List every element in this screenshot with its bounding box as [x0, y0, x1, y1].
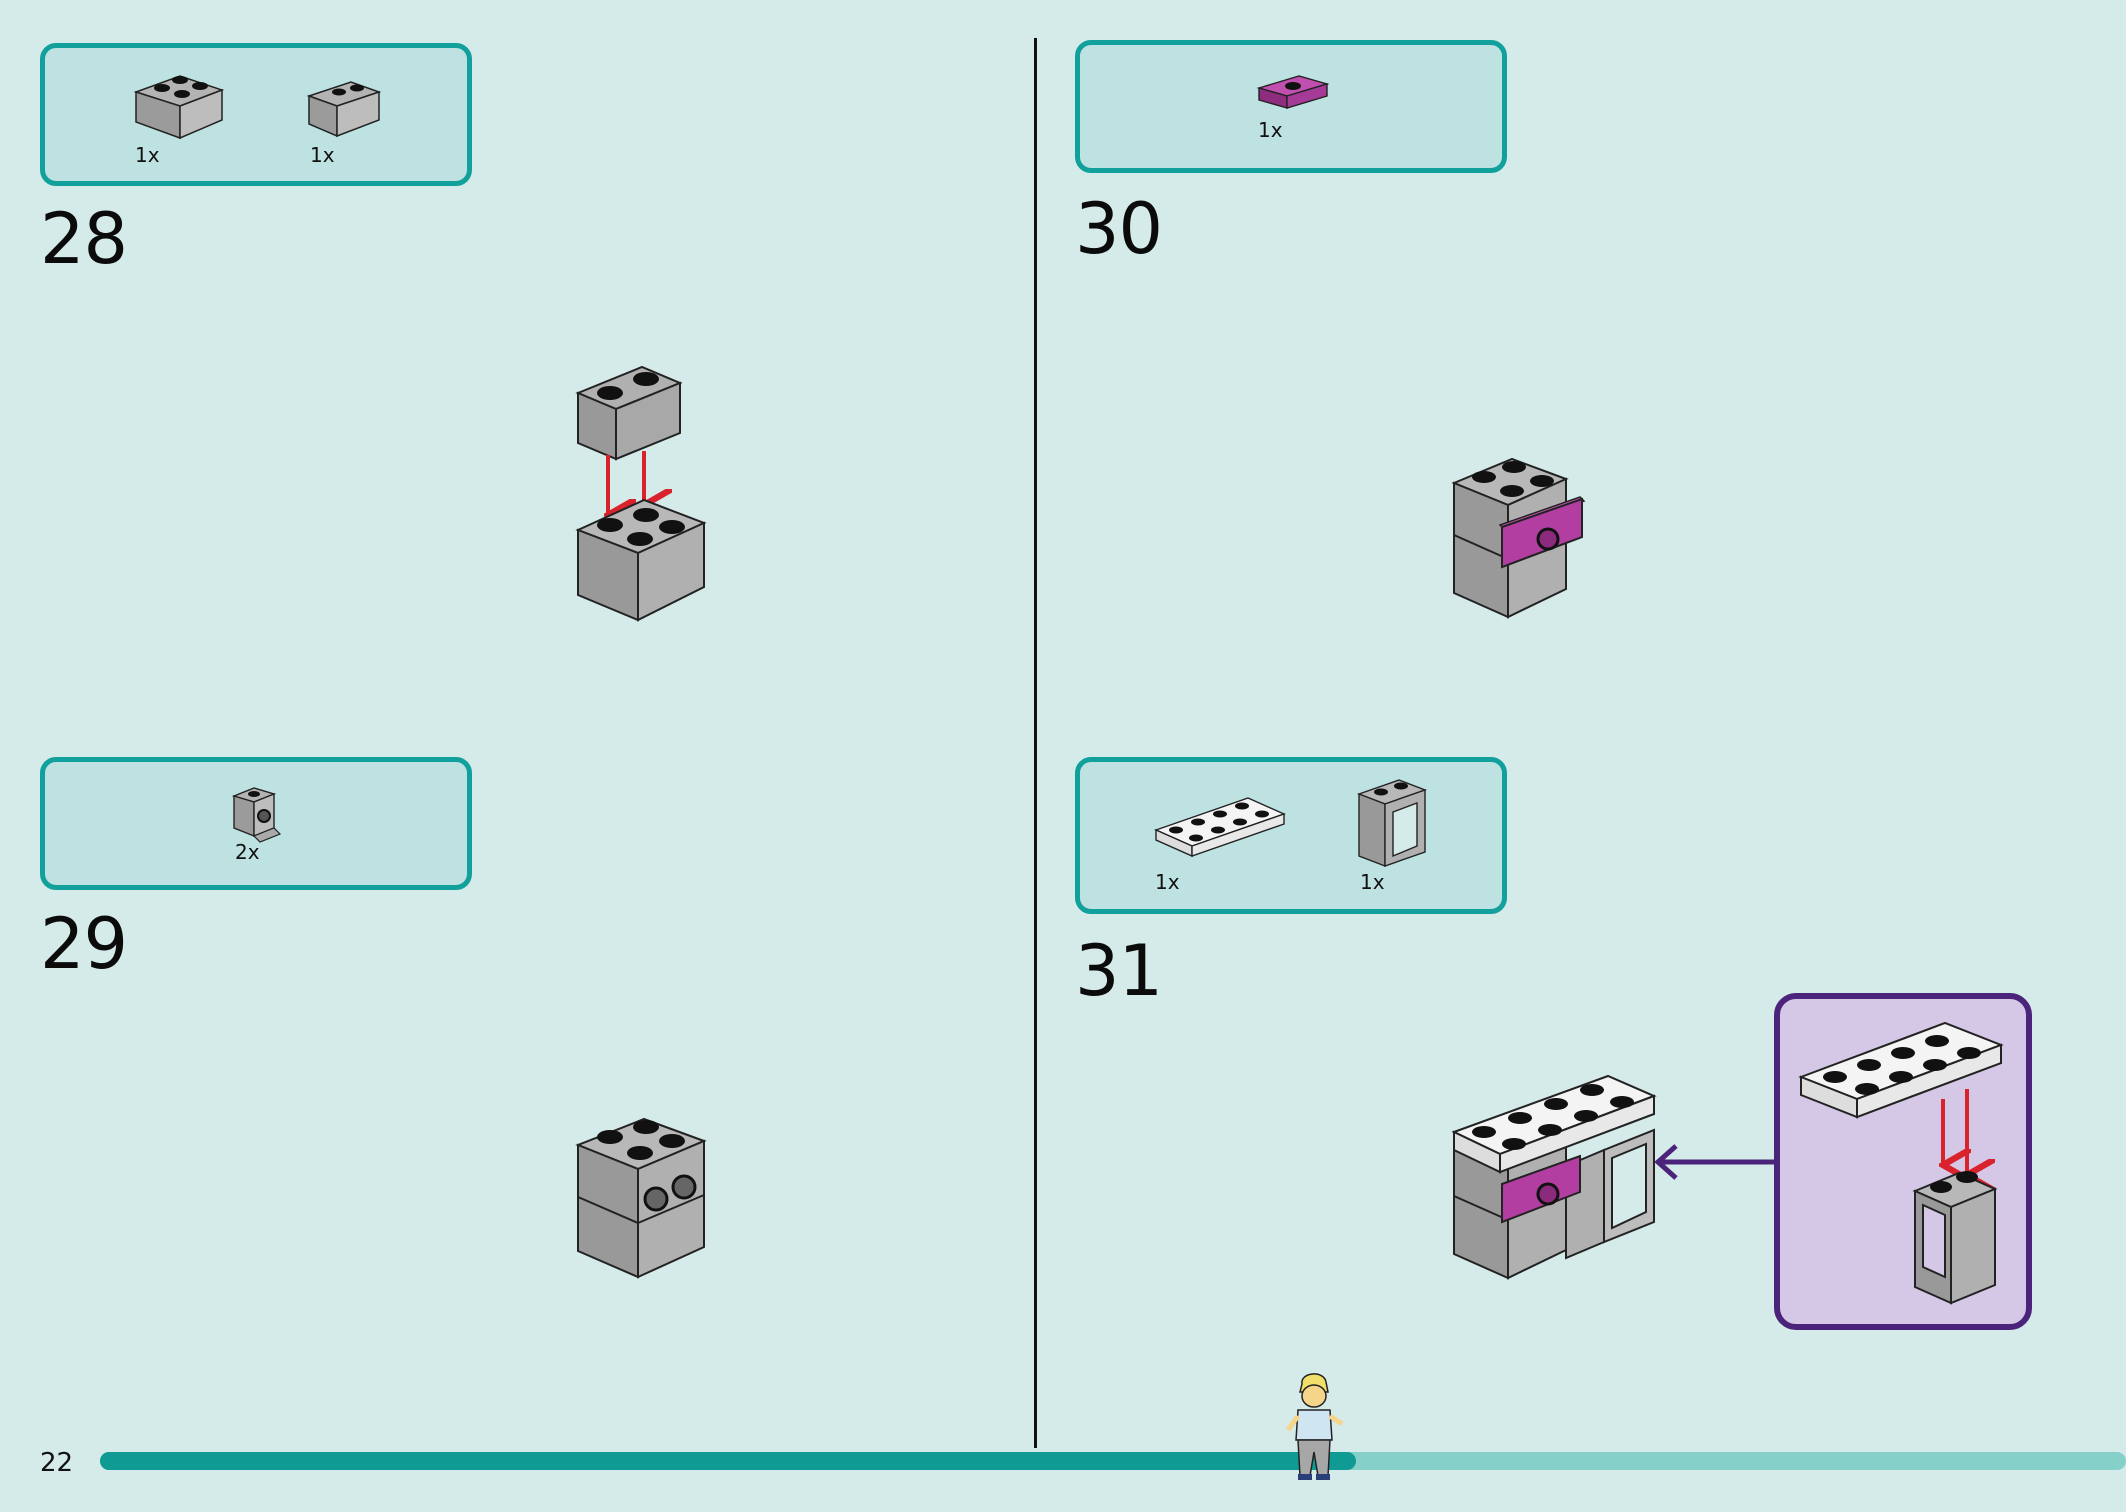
page-divider: [1034, 38, 1037, 1448]
brick-1x2-icon: [306, 81, 382, 138]
window-frame-icon: [1356, 779, 1428, 868]
step-28-assembly: [575, 365, 707, 622]
part-qty: 1x: [1155, 870, 1180, 894]
step-number: 30: [1075, 188, 1163, 270]
part-qty: 1x: [135, 143, 160, 167]
brick-2x2-icon: [133, 75, 225, 140]
callout-arrow: [1654, 1144, 1778, 1180]
callout-assembly: [1798, 1021, 2004, 1305]
step-29-assembly: [575, 1117, 707, 1279]
plate-2x4-icon: [1154, 797, 1286, 858]
step-number: 29: [40, 903, 128, 985]
step-number: 31: [1075, 930, 1163, 1012]
part-qty: 2x: [235, 840, 260, 864]
progress-fill: [100, 1452, 1356, 1470]
step-number: 28: [40, 198, 128, 280]
step-31-assembly: [1451, 1074, 1657, 1280]
minifigure-icon: [1285, 1373, 1344, 1480]
parts-box-step-28: [40, 43, 472, 186]
part-qty: 1x: [1360, 870, 1385, 894]
parts-box-step-31: [1075, 757, 1507, 914]
part-qty: 1x: [1258, 118, 1283, 142]
jumper-plate-icon: [1256, 75, 1330, 109]
page-number: 22: [40, 1448, 74, 1478]
step-30-assembly: [1451, 457, 1586, 619]
brick-headlight-icon: [231, 787, 282, 843]
part-qty: 1x: [310, 143, 335, 167]
